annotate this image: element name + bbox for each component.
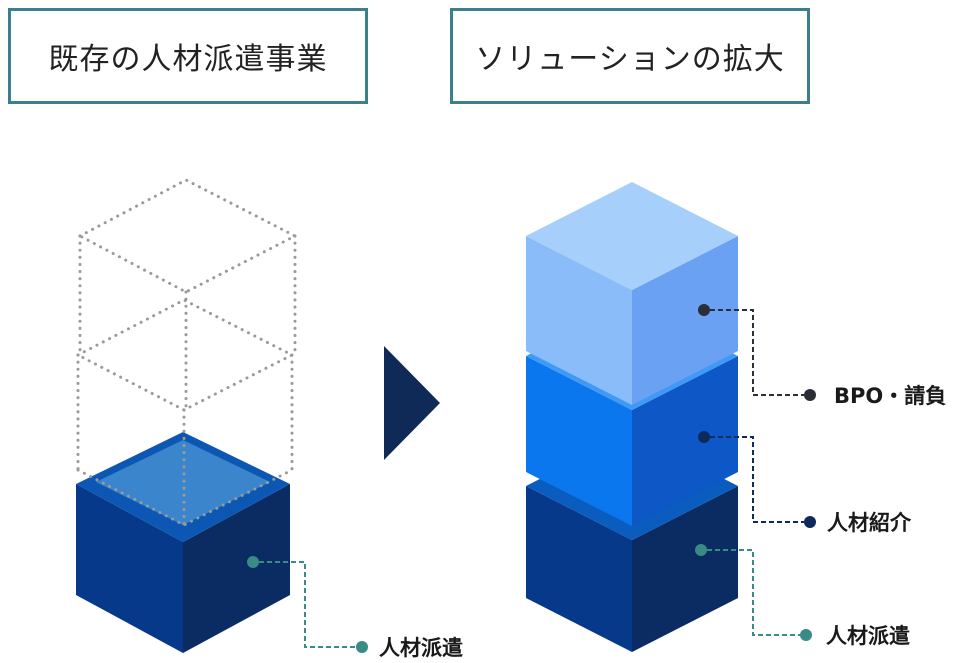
right-cube-staffing-right-face <box>632 486 738 652</box>
right-cube-bpo <box>526 182 738 405</box>
right-bpo-dot-end <box>804 389 816 401</box>
right-placement-dot-end <box>804 516 816 528</box>
right-staffing-connector <box>695 544 812 641</box>
right-bpo-dot-start <box>698 304 710 316</box>
right-placement-dot-start <box>698 431 710 443</box>
right-staffing-dot-start <box>695 544 707 556</box>
header-existing-business-label: 既存の人材派遣事業 <box>48 42 328 77</box>
left-cube-staffing-left-face <box>76 484 183 653</box>
right-staffing-dot-end <box>800 629 812 641</box>
transition-arrow-icon <box>384 346 440 460</box>
right-bpo-connector <box>698 304 816 401</box>
left-dotted-empty-cubes <box>76 178 299 527</box>
header-solution-expansion-label: ソリューションの拡大 <box>475 42 785 77</box>
left-staffing-dot-start <box>247 556 259 568</box>
left-staffing-connector <box>247 556 368 653</box>
left-staffing-label: 人材派遣 <box>379 636 463 660</box>
right-placement-connector <box>698 431 816 528</box>
left-cube-staffing-top-inner <box>96 440 270 525</box>
right-placement-label: 人材紹介 <box>827 511 912 535</box>
header-existing-business: 既存の人材派遣事業 <box>8 8 368 104</box>
right-cube-stack: BPO・請負 人材紹介 人材派遣 <box>526 182 946 652</box>
right-staffing-label: 人材派遣 <box>826 624 910 648</box>
right-bpo-label: BPO・請負 <box>834 384 946 408</box>
right-cube-placement-left-face <box>526 356 632 526</box>
left-staffing-dot-end <box>356 641 368 653</box>
left-cube-staffing <box>76 432 290 653</box>
right-cube-placement-right-face <box>632 356 738 526</box>
left-cube-stack: 人材派遣 <box>76 178 463 660</box>
header-solution-expansion: ソリューションの拡大 <box>450 8 810 104</box>
right-cube-bpo-right-face <box>632 236 738 405</box>
left-cube-staffing-right-face <box>183 484 290 653</box>
right-cube-bpo-left-face <box>526 236 632 405</box>
right-cube-bpo-top-face <box>526 182 738 290</box>
right-cube-staffing-left-face <box>526 486 632 652</box>
